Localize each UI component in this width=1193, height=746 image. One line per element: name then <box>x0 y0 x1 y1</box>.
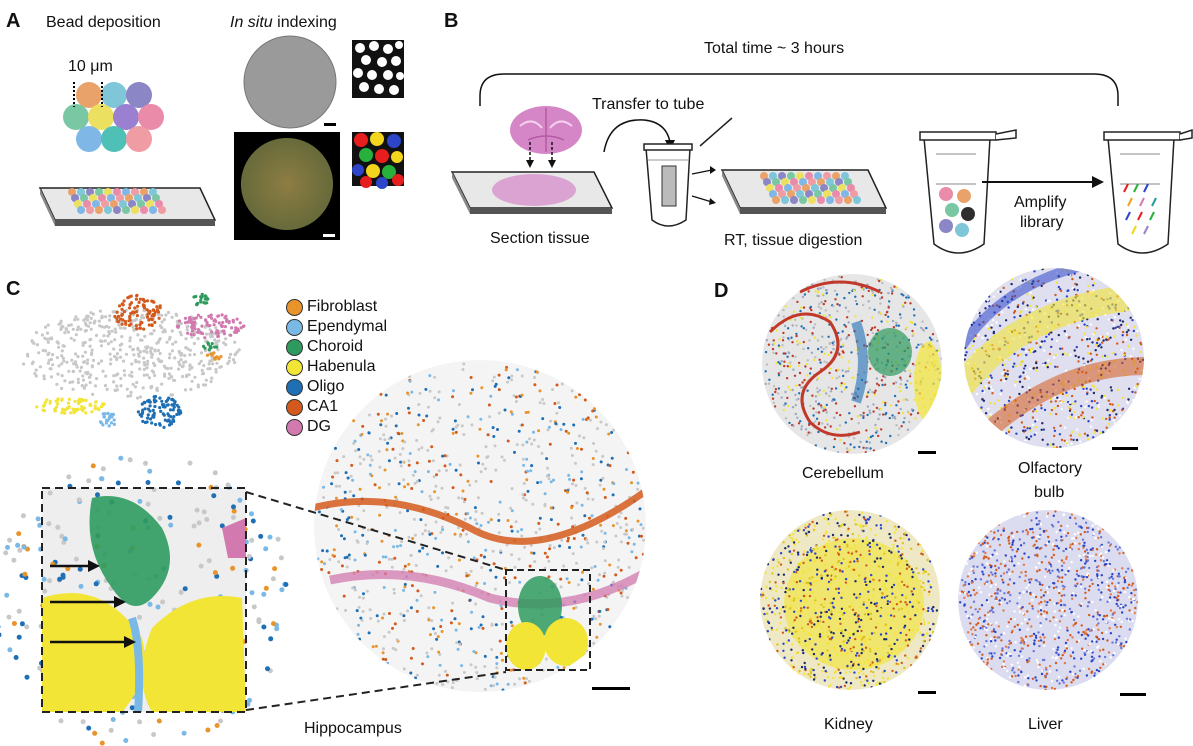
legend-label: CA1 <box>307 398 339 415</box>
legend-item: Choroid <box>286 338 363 356</box>
legend-label: DG <box>307 418 331 435</box>
cerebellum-label: Cerebellum <box>802 465 884 482</box>
dashed-down-arrows <box>526 142 556 168</box>
bead-slide <box>38 187 217 226</box>
bw-bead-zoom-image <box>352 40 404 98</box>
legend-label: Ependymal <box>307 318 388 335</box>
legend-item: CA1 <box>286 398 338 416</box>
legend-item: Fibroblast <box>286 298 377 316</box>
cerebellum-puck <box>762 274 942 454</box>
small-arrows-to-slide <box>691 166 716 205</box>
legend-item: DG <box>286 418 331 436</box>
hippocampus-zoom-inset <box>0 455 289 746</box>
panel-letter-d: D <box>714 280 729 302</box>
legend-label: Choroid <box>307 338 364 355</box>
legend-label: Habenula <box>307 358 376 375</box>
legend-label: Fibroblast <box>307 298 378 315</box>
tube-with-beads <box>919 129 1017 254</box>
gray-bead-array-image <box>243 35 337 129</box>
scale-bar <box>918 691 936 694</box>
legend-swatch <box>286 358 303 376</box>
amplify-label: Amplify <box>1014 194 1067 211</box>
panel-letter-c: C <box>6 278 21 300</box>
amplify-arrow <box>982 176 1104 188</box>
legend-item: Oligo <box>286 378 344 396</box>
liver-label: Liver <box>1028 716 1063 733</box>
section-tissue-label: Section tissue <box>490 230 590 247</box>
olfactory-label: Olfactory <box>1018 460 1083 477</box>
in-situ-indexing-title: In situ indexing <box>230 14 337 32</box>
olfactory-bulb-puck <box>964 268 1144 448</box>
liver-puck <box>958 510 1138 690</box>
indexing-text: indexing <box>272 14 337 31</box>
panel-letter-b: B <box>444 10 459 32</box>
scale-bar <box>323 234 335 237</box>
scale-bar <box>592 687 630 690</box>
total-time-bracket <box>479 73 1119 106</box>
digested-slide <box>720 169 888 214</box>
scale-bar <box>1120 693 1146 696</box>
color-bead-zoom-image <box>352 132 404 189</box>
kidney-label: Kidney <box>824 716 873 733</box>
legend-swatch <box>286 378 303 396</box>
legend-label: Oligo <box>307 378 345 395</box>
tube-with-slide <box>643 117 733 227</box>
hippocampus-puck <box>314 360 646 692</box>
umap-plot <box>22 292 246 429</box>
hippocampus-label: Hippocampus <box>304 720 402 737</box>
bead-scale-label: 10 μm <box>68 58 113 75</box>
panel-letter-a: A <box>6 10 21 32</box>
legend-swatch <box>286 318 303 336</box>
legend-item: Ependymal <box>286 318 387 336</box>
inset-arrows <box>50 560 136 648</box>
tissue-slide <box>450 171 614 214</box>
transfer-to-tube-label: Transfer to tube <box>592 96 705 113</box>
legend-swatch <box>286 338 303 356</box>
total-time-label: Total time ~ 3 hours <box>704 40 845 57</box>
scale-bar <box>918 451 936 454</box>
library-label: library <box>1020 214 1064 231</box>
scale-bar <box>1112 447 1138 450</box>
brain-section-image <box>510 106 582 154</box>
kidney-puck <box>760 510 940 690</box>
tube-with-library <box>1103 128 1193 254</box>
in-situ-italic: In situ <box>230 14 273 31</box>
rt-tissue-digestion-label: RT, tissue digestion <box>724 232 863 249</box>
zoom-connector-lines <box>245 491 507 711</box>
legend-item: Habenula <box>286 358 376 376</box>
legend-swatch <box>286 418 303 436</box>
bulb-label: bulb <box>1034 484 1065 501</box>
scale-bar <box>324 123 336 126</box>
legend-swatch <box>286 398 303 416</box>
legend-swatch <box>286 298 303 316</box>
color-bead-array-image <box>234 132 340 240</box>
bead-cluster <box>63 82 164 152</box>
bead-deposition-title: Bead deposition <box>46 14 161 31</box>
